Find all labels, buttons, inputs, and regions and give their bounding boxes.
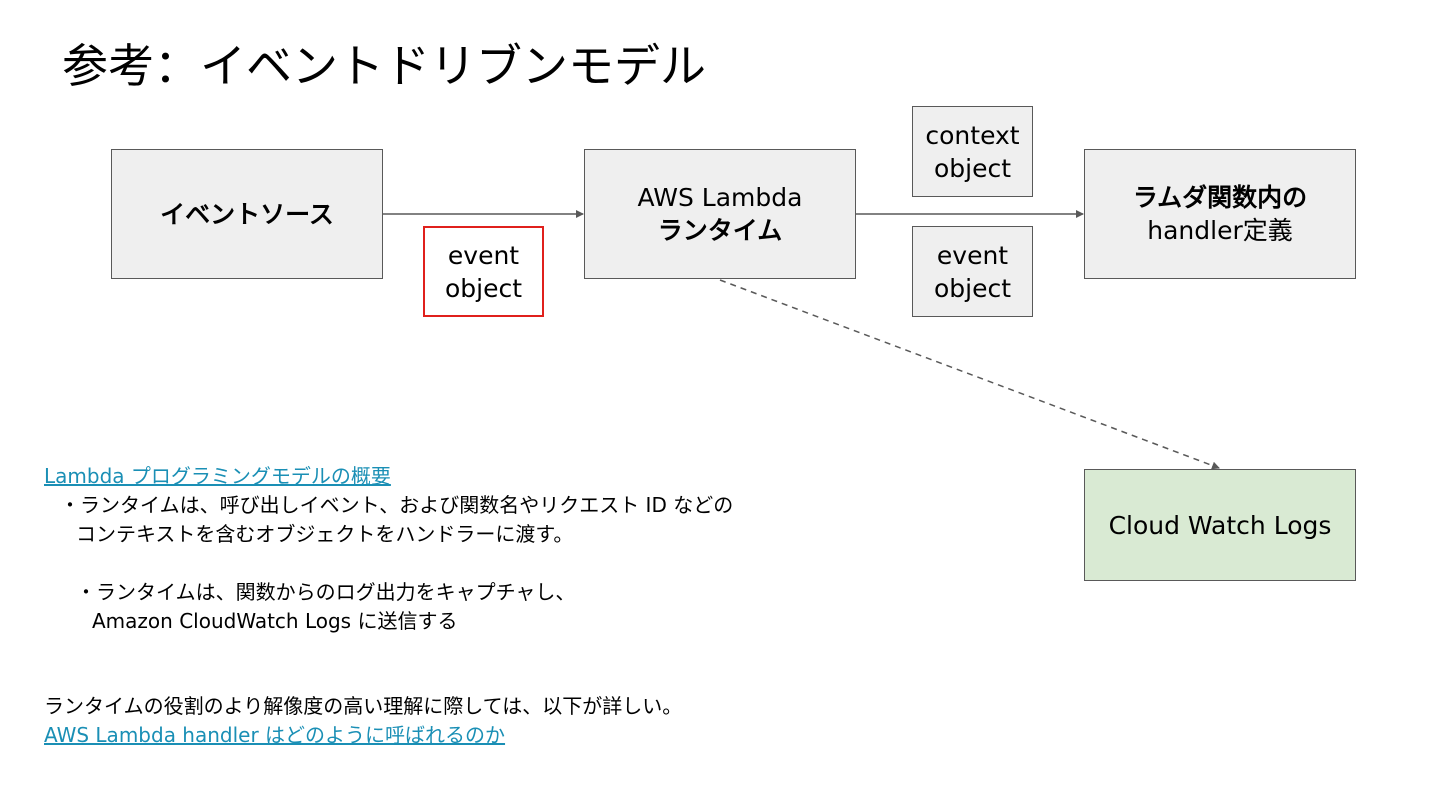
runtime-label-line2: ランタイム bbox=[657, 216, 783, 245]
page-title: 参考：イベントドリブンモデル bbox=[62, 39, 706, 93]
context-object-line2: object bbox=[933, 153, 1012, 183]
note-bullet-1-line-1: ・ランタイムは、呼び出しイベント、および関数名やリクエスト ID などの bbox=[60, 493, 734, 517]
cloudwatch-logs-box: Cloud Watch Logs bbox=[1084, 469, 1356, 581]
note-bullet-1-line-2: コンテキストを含むオブジェクトをハンドラーに渡す。 bbox=[76, 522, 574, 546]
runtime-box: AWS Lambda ランタイム bbox=[584, 149, 856, 279]
note-bullet-2-line-1: ・ランタイムは、関数からのログ出力をキャプチャし、 bbox=[76, 580, 576, 604]
event-object-input-box: event object bbox=[423, 226, 544, 317]
event-object-output-line2: object bbox=[933, 273, 1012, 303]
event-object-output-line1: event bbox=[936, 240, 1009, 270]
context-object-box: context object bbox=[912, 106, 1033, 197]
event-object-input-line2: object bbox=[444, 273, 523, 303]
runtime-label-line1: AWS Lambda bbox=[637, 183, 803, 212]
handler-invocation-link[interactable]: AWS Lambda handler はどのように呼ばれるのか bbox=[44, 723, 506, 747]
note-bullet-2-line-2: Amazon CloudWatch Logs に送信する bbox=[92, 609, 458, 633]
handler-label-line1: ラムダ関数内の bbox=[1132, 183, 1308, 212]
cloudwatch-logs-label: Cloud Watch Logs bbox=[1108, 510, 1332, 540]
event-source-box: イベントソース bbox=[111, 149, 383, 279]
event-object-input-line1: event bbox=[447, 240, 520, 270]
context-object-line1: context bbox=[925, 120, 1020, 150]
notes-section: Lambda プログラミングモデルの概要 ・ランタイムは、呼び出しイベント、およ… bbox=[44, 462, 733, 636]
handler-label-line2: handler定義 bbox=[1147, 216, 1293, 245]
event-source-label: イベントソース bbox=[160, 199, 334, 229]
footer-section: ランタイムの役割のより解像度の高い理解に際しては、以下が詳しい。 AWS Lam… bbox=[44, 692, 682, 750]
handler-box: ラムダ関数内の handler定義 bbox=[1084, 149, 1356, 279]
programming-model-link[interactable]: Lambda プログラミングモデルの概要 bbox=[44, 464, 391, 488]
event-object-output-box: event object bbox=[912, 226, 1033, 317]
footer-text: ランタイムの役割のより解像度の高い理解に際しては、以下が詳しい。 bbox=[44, 694, 683, 718]
